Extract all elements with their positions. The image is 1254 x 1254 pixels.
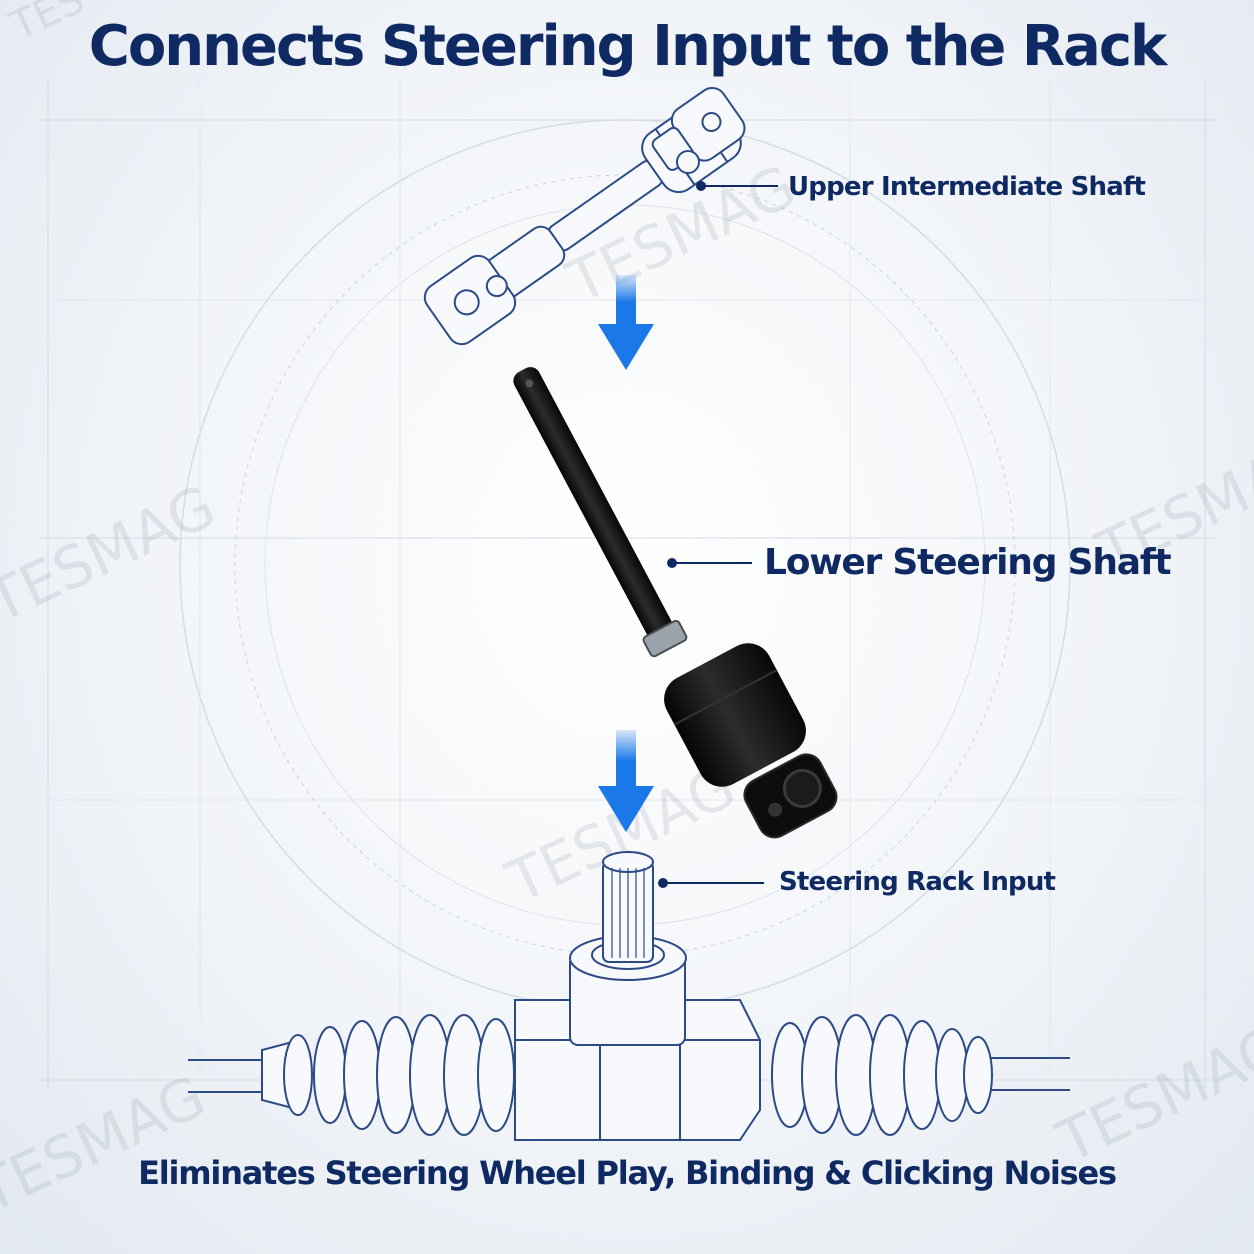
steering-rack-input-label: Steering Rack Input xyxy=(779,867,1056,897)
page-title: Connects Steering Input to the Rack xyxy=(88,14,1168,79)
upper-intermediate-shaft-label: Upper Intermediate Shaft xyxy=(788,172,1146,202)
lower-steering-shaft xyxy=(513,367,838,839)
down-arrow-icon xyxy=(598,275,654,370)
down-arrow-icon xyxy=(598,730,654,832)
steering-rack xyxy=(188,851,1070,1141)
lower-steering-shaft-label: Lower Steering Shaft xyxy=(764,542,1172,583)
upper-intermediate-shaft xyxy=(423,86,746,346)
leader-lines xyxy=(658,181,778,888)
page-subtitle: Eliminates Steering Wheel Play, Binding … xyxy=(138,1154,1117,1192)
